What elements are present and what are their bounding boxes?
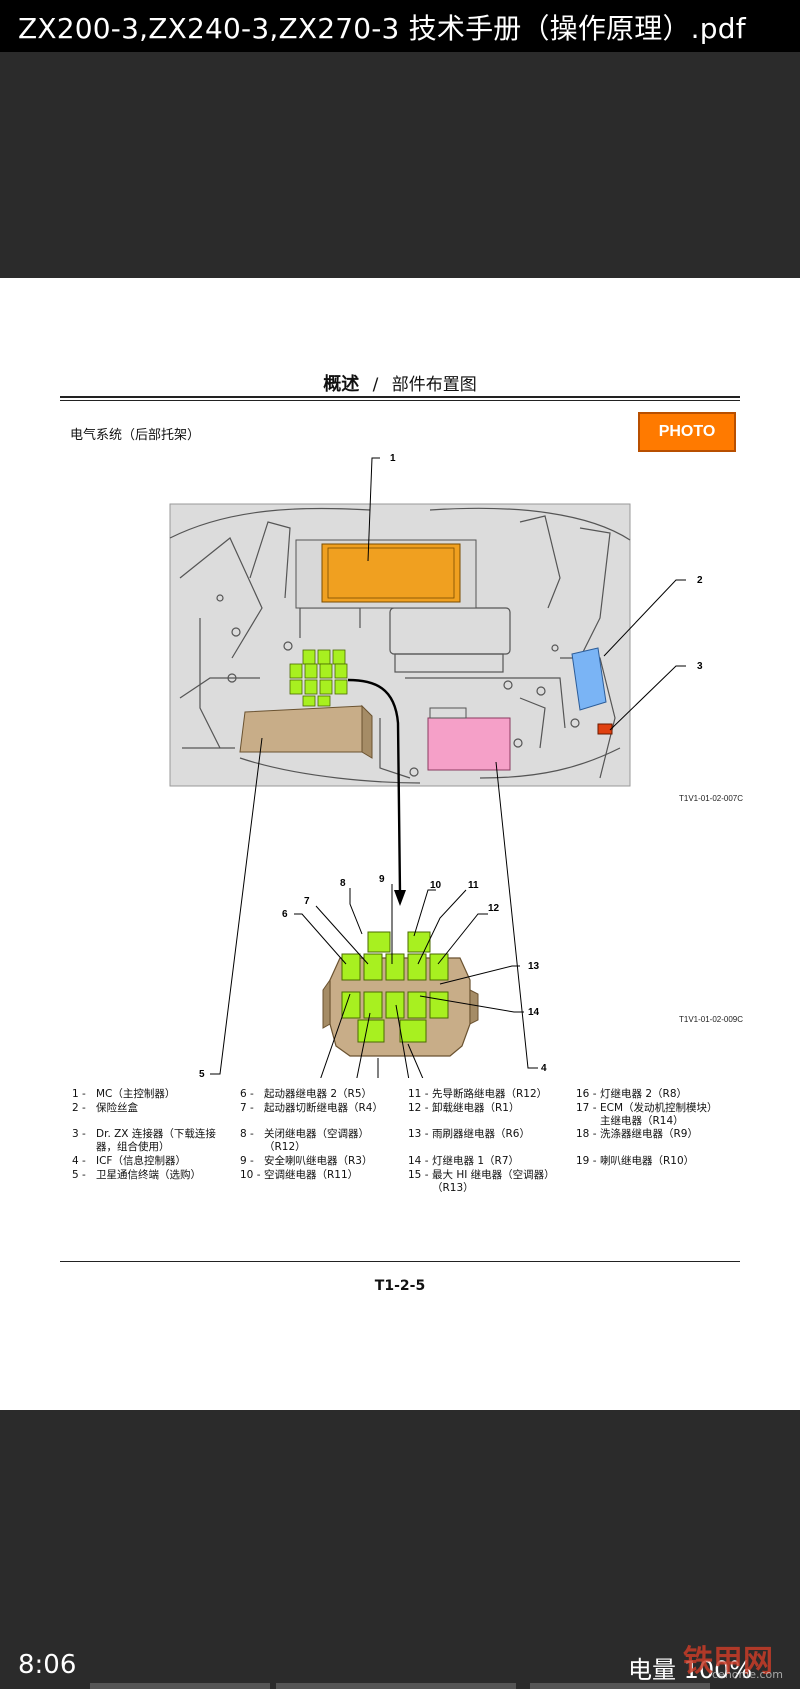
callout-12: 12: [488, 903, 500, 914]
legend-item: 11 -先导断路继电器（R12）: [408, 1088, 548, 1100]
header-separator: /: [372, 375, 379, 395]
satellite-terminal: [239, 705, 363, 753]
status-battery: 电量 100%: [628, 1656, 753, 1684]
callout-7: 7: [304, 896, 310, 907]
nav-segment-middle[interactable]: [276, 1683, 516, 1689]
legend-item: 8 -关闭继电器（空调器）（R12）: [240, 1128, 369, 1153]
callout-14: 14: [528, 1007, 540, 1018]
callout-1: 1: [390, 453, 396, 464]
figure-diagram: 1 2 3 4 5: [169, 453, 703, 1078]
legend-item: 9 -安全喇叭继电器（R3）: [240, 1155, 373, 1167]
header-rule-thin: [60, 400, 740, 401]
legend-item: 18 -洗涤器继电器（R9）: [576, 1128, 698, 1140]
header-sub: 部件布置图: [391, 375, 477, 395]
legend-item: 2 -保险丝盒: [72, 1102, 138, 1114]
legend-item: 3 -Dr. ZX 连接器（下载连接器，组合使用）: [72, 1128, 216, 1153]
callout-13: 13: [528, 961, 540, 972]
callout-3: 3: [697, 661, 703, 672]
viewer-background-top: [0, 52, 800, 278]
figure2-relay-block: [322, 931, 479, 1057]
page-number: T1-2-5: [374, 1278, 426, 1294]
status-time: 8:06: [18, 1650, 77, 1680]
callout-11: 11: [468, 880, 479, 891]
mc-unit: [321, 543, 461, 603]
callout-9: 9: [379, 874, 385, 885]
legend-item: 12 -卸载继电器（R1）: [408, 1102, 520, 1114]
footer-rule: [60, 1261, 740, 1262]
legend-item: 1 -MC（主控制器）: [72, 1088, 176, 1100]
legend-item: 10 -空调继电器（R11）: [240, 1169, 359, 1181]
page-header: 概述 / 部件布置图: [0, 370, 800, 396]
header-rule: [60, 396, 740, 398]
figure1-illustration: [169, 503, 631, 906]
nav-segment-right[interactable]: [530, 1683, 710, 1689]
callout-2: 2: [697, 575, 703, 586]
relay-cluster: [289, 649, 348, 707]
legend-item: 7 -起动器切断继电器（R4）: [240, 1102, 383, 1114]
viewer-background-bottom: [0, 1410, 800, 1689]
photo-button[interactable]: PHOTO: [638, 412, 736, 452]
legend-item: 19 -喇叭继电器（R10）: [576, 1155, 695, 1167]
icf-unit: [427, 717, 511, 771]
watermark-logo: 铁甲网: [683, 1644, 773, 1679]
document-title: ZX200-3,ZX240-3,ZX270-3 技术手册（操作原理）.pdf: [18, 12, 746, 45]
figure2-code: T1V1-01-02-009C: [679, 1015, 744, 1024]
drzx-connector: [597, 723, 613, 735]
watermark-url: cehome.com: [712, 1668, 783, 1681]
callout-10: 10: [430, 880, 442, 891]
section-label: 电气系统（后部托架）: [70, 428, 201, 443]
figure1-code: T1V1-01-02-007C: [679, 794, 744, 803]
legend-item: 16 -灯继电器 2（R8）: [576, 1088, 687, 1100]
pdf-page: 概述 / 部件布置图 电气系统（后部托架） PHOTO: [0, 278, 800, 1410]
legend-item: 4 -ICF（信息控制器）: [72, 1155, 186, 1167]
title-bar: ZX200-3,ZX240-3,ZX270-3 技术手册（操作原理）.pdf: [0, 0, 800, 52]
callout-6: 6: [282, 909, 288, 920]
legend-item: 13 -雨刷器继电器（R6）: [408, 1128, 530, 1140]
legend-item: 17 -ECM（发动机控制模块）主继电器（R14）: [576, 1102, 718, 1127]
callout-5: 5: [199, 1069, 205, 1078]
legend-item: 5 -卫星通信终端（选购）: [72, 1169, 201, 1181]
legend-item: 15 -最大 HI 继电器（空调器）（R13）: [408, 1169, 555, 1194]
callout-8: 8: [340, 878, 346, 889]
nav-segment-left[interactable]: [90, 1683, 270, 1689]
header-main: 概述: [323, 374, 360, 395]
legend-item: 14 -灯继电器 1（R7）: [408, 1155, 519, 1167]
fuse-box: [571, 647, 607, 711]
legend-item: 6 -起动器继电器 2（R5）: [240, 1088, 372, 1100]
callout-4: 4: [541, 1063, 547, 1074]
